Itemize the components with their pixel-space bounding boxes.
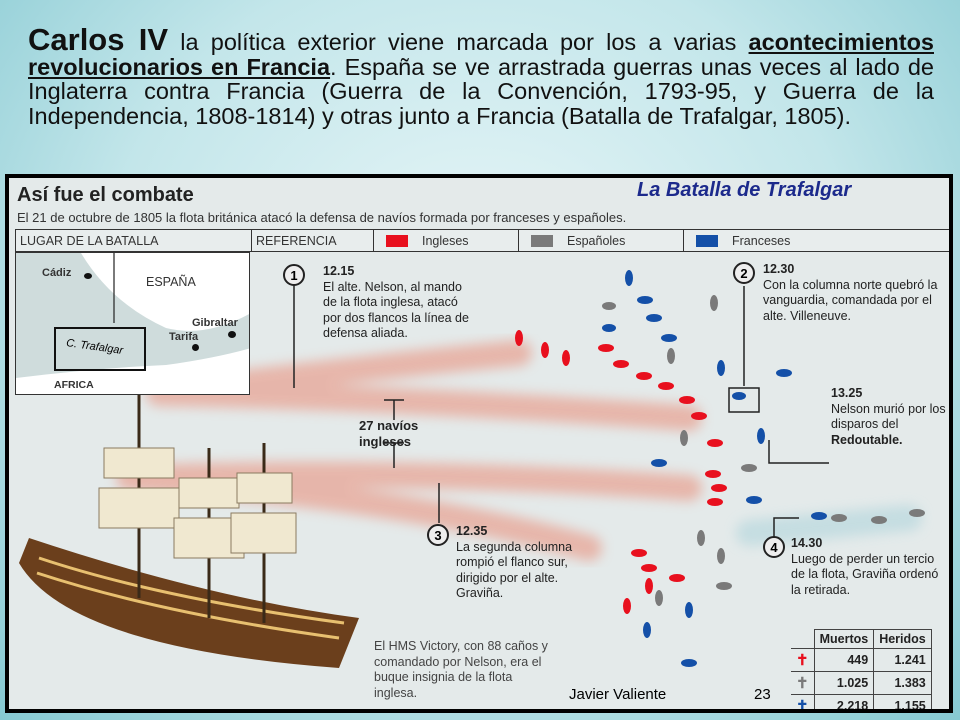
infographic-subtitle: El 21 de octubre de 1805 la flota britán… [17, 210, 627, 225]
event-text: El alte. Nelson, al mando de la flota in… [323, 279, 469, 341]
event-text: Nelson murió por los disparos del [831, 401, 946, 432]
legend-spanish: Españoles [518, 229, 683, 252]
event-time: 14.30 [791, 536, 823, 550]
gibraltar-dot [228, 331, 236, 338]
map-gibraltar: Gibraltar [192, 317, 238, 329]
wounded-cell: 1.155 [873, 694, 932, 709]
redoutable-highlight [728, 387, 760, 413]
event-text: La segunda columna rompió el flanco sur,… [456, 539, 573, 601]
gray-swatch [531, 234, 553, 247]
wounded-cell: 1.383 [873, 671, 932, 695]
map-trafalgar: C. Trafalgar [65, 337, 124, 357]
victory-caption: El HMS Victory, con 88 caños y comandado… [374, 639, 548, 700]
location-map: Cádiz ESPAÑA Gibraltar Tarifa C. Trafalg… [15, 252, 250, 395]
event-time: 12.30 [763, 262, 795, 276]
english-figure-icon: ✝ [791, 648, 815, 672]
intro-text: la política exterior viene marcada por l… [168, 29, 749, 55]
legend-english: Ingleses [373, 229, 518, 252]
map-africa: AFRICA [54, 379, 94, 391]
legend-french: Franceses [683, 229, 949, 252]
legend-label: Españoles [567, 233, 626, 248]
map-tarifa: Tarifa [169, 331, 199, 343]
intro-lead: Carlos IV [28, 22, 169, 57]
event-text: Con la columna norte quebró la vanguardi… [763, 277, 938, 323]
wounded-cell: 1.241 [873, 648, 932, 672]
dead-cell: 449 [813, 648, 875, 672]
event-time: 13.25 [831, 386, 863, 400]
ship-name: Redoutable. [831, 432, 903, 447]
callout-lines [293, 278, 829, 538]
map-coast [16, 253, 249, 394]
cadiz-dot [84, 273, 92, 279]
legend-label: Franceses [732, 233, 791, 248]
english-ships [515, 330, 727, 614]
red-swatch [386, 234, 408, 247]
slide-number: 23 [754, 686, 771, 703]
footer-author: Javier Valiente [569, 686, 667, 703]
event-2-marker: 2 [733, 262, 755, 284]
french-figure-icon: ✝ [791, 694, 815, 709]
blue-swatch [696, 234, 718, 247]
spanish-figure-icon: ✝ [791, 671, 815, 695]
map-spain: ESPAÑA [146, 275, 196, 289]
intro-underlined: acontecimientos revolucionarios en Franc… [28, 29, 934, 80]
event-4-marker: 4 [763, 536, 785, 558]
header-place: LUGAR DE LA BATALLA [15, 229, 251, 252]
map-cadiz: Cádiz [42, 267, 72, 279]
infographic-title: Así fue el combate [17, 184, 194, 206]
ships-count-label: 27 navíos ingleses [359, 418, 419, 449]
event-text: Luego de perder un tercio de la flota, G… [791, 551, 939, 597]
hms-victory-ship [19, 393, 359, 668]
intro-text-2: . España se ve arrastrada guerras unas v… [28, 53, 935, 129]
col-wounded: Heridos [873, 629, 932, 649]
french-ships [602, 270, 827, 667]
event-1-marker: 1 [283, 264, 305, 286]
event-3-marker: 3 [427, 524, 449, 546]
header-reference: REFERENCIA [251, 229, 373, 252]
event-time: 12.15 [323, 264, 355, 278]
trafalgar-infographic: La Batalla de Trafalgar Así fue el comba… [5, 174, 953, 713]
trafalgar-box: C. Trafalgar [54, 327, 146, 371]
intro-paragraph: Carlos IV la política exterior viene mar… [28, 24, 935, 129]
spanish-ships [602, 295, 925, 606]
battle-diagram [19, 270, 925, 668]
event-time: 12.35 [456, 524, 488, 538]
dead-cell: 2.218 [813, 694, 875, 709]
slide-title: La Batalla de Trafalgar [637, 179, 852, 201]
col-dead: Muertos [813, 629, 875, 649]
dead-cell: 1.025 [813, 671, 875, 695]
tarifa-dot [192, 344, 199, 351]
legend-label: Ingleses [422, 233, 469, 248]
